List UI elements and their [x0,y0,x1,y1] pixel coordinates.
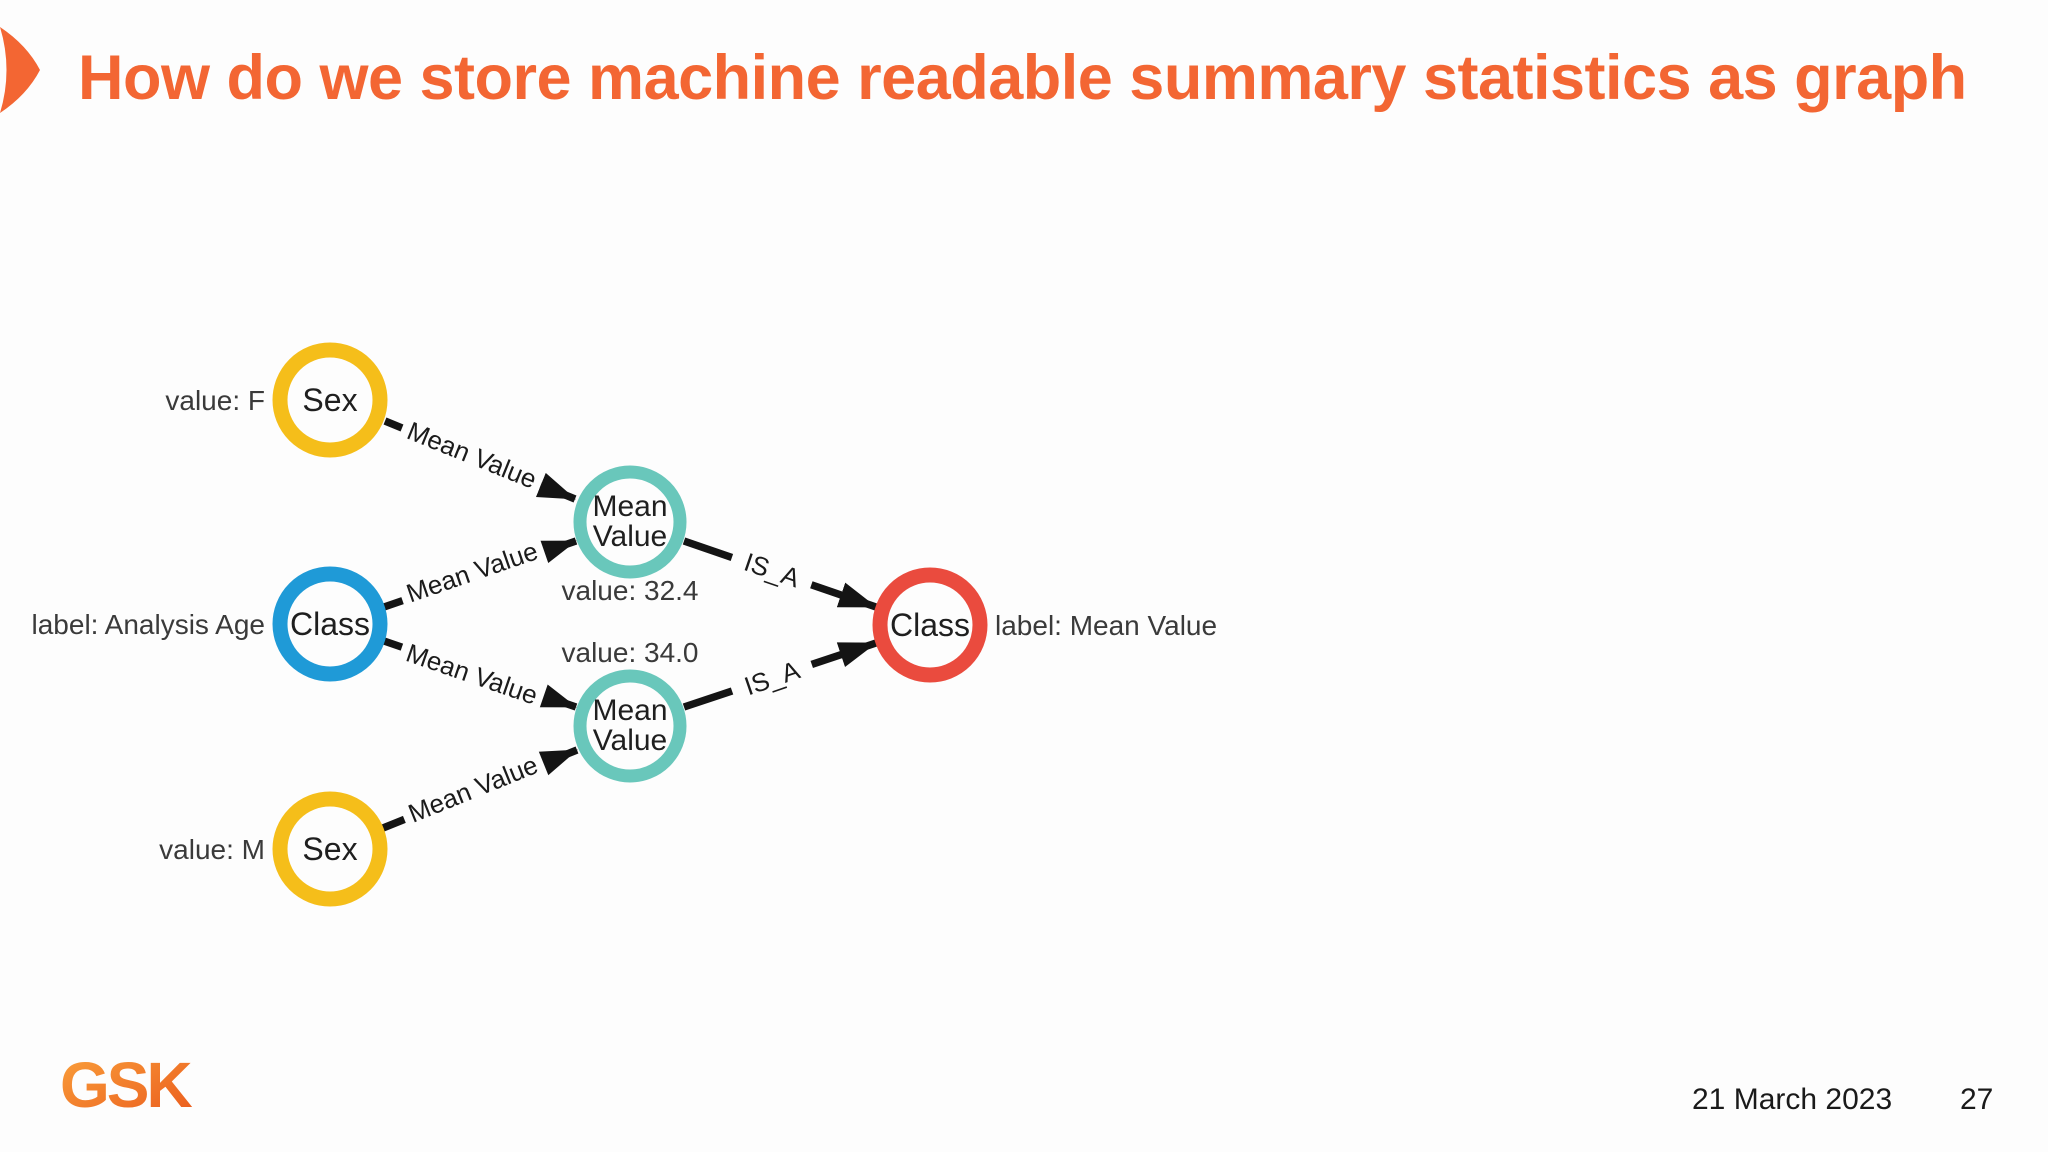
gsk-logo: GSK [60,1054,195,1120]
edge-label-background [395,407,550,501]
node-class-analysis-age: Class [272,566,388,682]
edge-mean-value-m-to-class-mean-value: IS_A [682,639,878,711]
node-label-line1: Mean [592,694,667,727]
gsk-logo-text: GSK [60,1054,192,1120]
node-label-line2: Value [593,724,668,757]
node-sex-m: Sex [272,791,388,907]
node-circle [272,566,388,682]
footer-date: 21 March 2023 [1692,1083,1893,1116]
node-annotation-sex-m: value: M [159,834,265,865]
page-title: How do we store machine readable summary… [78,43,1967,113]
node-circle [573,465,687,579]
node-circle [272,342,388,458]
node-label: Sex [302,382,357,418]
node-label: Class [890,607,970,643]
node-annotation-class-mean-value: label: Mean Value [995,610,1217,641]
edge-label-background [394,527,550,615]
node-annotation-sex-f: value: F [165,385,265,416]
node-label-line2: Value [593,520,668,553]
node-annotation-class-analysis-age: label: Analysis Age [32,609,266,640]
edge-class-analysis-age-to-mean-value-m: Mean Value [382,629,578,717]
edge-label-background [394,629,550,717]
edge-label-background [726,536,819,602]
node-circle [872,567,988,683]
node-circle [272,791,388,907]
accent-arrow-icon [0,27,40,113]
node-label: Class [290,606,370,642]
edge-sex-f-to-mean-value-f: Mean Value [383,407,577,503]
node-class-mean-value: Class [872,567,988,683]
edge-label-background [725,644,818,710]
node-circle [573,669,687,783]
edge-label-background [395,741,550,835]
footer-page-number: 27 [1960,1083,1994,1116]
node-sex-f: Sex [272,342,388,458]
edge-mean-value-f-to-class-mean-value: IS_A [682,536,878,611]
edge-class-analysis-age-to-mean-value-f: Mean Value [382,527,578,615]
edge-sex-m-to-mean-value-m: Mean Value [381,741,579,835]
node-label-line1: Mean [592,490,667,523]
node-label: Sex [302,831,357,867]
node-annotation-mean-value-f: value: 32.4 [562,575,699,606]
node-annotation-mean-value-m: value: 34.0 [562,637,699,668]
